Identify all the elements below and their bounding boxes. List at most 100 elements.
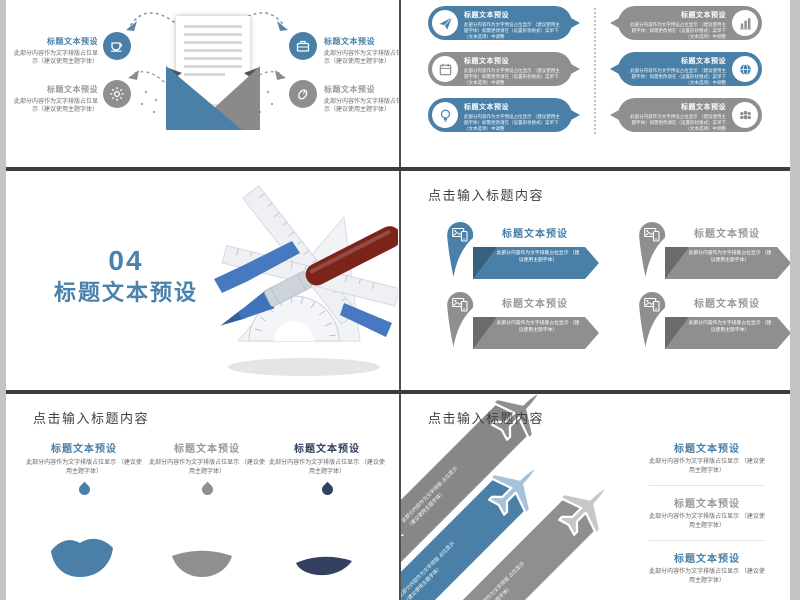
item-body: 此部分内容作为文字排版占位显示（建议使用主题字体） bbox=[14, 99, 99, 114]
drop-column: 标题文本预设 此部分内容作为文字排版占位显示 （建议使用主题字体） bbox=[26, 440, 142, 498]
envelope-item: 标题文本预设 此部分内容作为文字排版占位显示（建议使用主题字体） bbox=[324, 36, 399, 67]
plane-entries: 标题文本预设 此部分内容作为文字排版占位显示 （建议使用主题字体） 标题文本预设… bbox=[649, 440, 765, 586]
slide-thumbnail-capsules[interactable]: 标题文本预设 此部分内容作为文字预设占位显示 （建议使用主题字体）如需更改请在（… bbox=[401, 0, 790, 167]
bowl-shape-gray bbox=[172, 550, 232, 577]
pin-shape bbox=[445, 291, 475, 354]
capsule-body: 此部分内容作为文字预设占位显示 （建议使用主题字体）如需更改请在（设置形状格式）… bbox=[630, 113, 726, 131]
column-body: 此部分内容作为文字排版占位显示 （建议使用主题字体） bbox=[26, 460, 142, 475]
entry-item: 标题文本预设 此部分内容作为文字排版占位显示 （建议使用主题字体） bbox=[649, 550, 765, 586]
entry-item: 标题文本预设 此部分内容作为文字排版占位显示 （建议使用主题字体） bbox=[649, 440, 765, 476]
slide-thumbnail-drops[interactable]: 点击输入标题内容 标题文本预设 此部分内容作为文字排版占位显示 （建议使用主题字… bbox=[6, 394, 399, 600]
entry-divider bbox=[649, 540, 765, 541]
screen-image-icon bbox=[452, 297, 468, 312]
capsule-title: 标题文本预设 bbox=[681, 104, 726, 111]
entry-body: 此部分内容作为文字排版占位显示 （建议使用主题字体） bbox=[649, 514, 765, 529]
section-number: 04 bbox=[108, 245, 144, 276]
center-dotted-line bbox=[594, 8, 596, 134]
screen-image-icon bbox=[452, 227, 468, 242]
slide-thumbnail-envelope[interactable]: 标题文本预设 此部分内容作为文字排版占位显示（建议使用主题字体） 标题文本预设 … bbox=[6, 0, 399, 167]
item-title: 标题文本预设 bbox=[324, 37, 375, 46]
entry-title: 标题文本预设 bbox=[674, 499, 740, 510]
capsule-body: 此部分内容作为文字预设占位显示 （建议使用主题字体）如需更改请在（设置形状格式）… bbox=[630, 67, 726, 85]
tag-body: 此部分内容作为文字排版占位显示 （建议使用主题字体） bbox=[688, 251, 772, 263]
band-item: 标题文本预设 此部分内容作为文字排版 占位显示 （建议使用主题字体） bbox=[401, 485, 609, 600]
tag-title: 标题文本预设 bbox=[502, 299, 568, 310]
tag-banner: 此部分内容作为文字排版占位显示 （建议使用主题字体） bbox=[473, 247, 599, 279]
band-body: 此部分内容作为文字排版 占位显示 （建议使用主题字体） bbox=[467, 560, 527, 600]
entry-body: 此部分内容作为文字排版占位显示 （建议使用主题字体） bbox=[649, 569, 765, 584]
grid-divider-vertical bbox=[399, 171, 401, 390]
slide-thumbnail-section[interactable]: 04 标题文本预设 bbox=[6, 171, 399, 390]
envelope-item: 标题文本预设 此部分内容作为文字排版占位显示（建议使用主题字体） bbox=[14, 36, 98, 67]
grid-divider-vertical bbox=[399, 394, 401, 600]
tag-body: 此部分内容作为文字排版占位显示 （建议使用主题字体） bbox=[496, 251, 580, 263]
tag-body: 此部分内容作为文字排版占位显示 （建议使用主题字体） bbox=[496, 321, 580, 333]
slide-thumbnail-tags[interactable]: 点击输入标题内容 标题文本预设 此部分内容作为文字排版占位显示 （建议使用主题字… bbox=[401, 171, 790, 390]
grid-divider-vertical bbox=[399, 0, 401, 167]
capsule-pointer bbox=[610, 18, 619, 28]
team-icon bbox=[732, 102, 758, 128]
tag-item: 标题文本预设 此部分内容作为文字排版占位显示 （建议使用主题字体） bbox=[445, 291, 611, 357]
column-title: 标题文本预设 bbox=[51, 444, 117, 455]
envelope-item: 标题文本预设 此部分内容作为文字排版占位显示（建议使用主题字体） bbox=[324, 84, 399, 115]
item-body: 此部分内容作为文字排版占位显示（建议使用主题字体） bbox=[14, 51, 99, 66]
envelope-icon bbox=[166, 66, 260, 130]
column-title: 标题文本预设 bbox=[174, 444, 240, 455]
bowl-shape-navy bbox=[296, 556, 352, 576]
item-title: 标题文本预设 bbox=[47, 85, 98, 94]
capsule-title: 标题文本预设 bbox=[464, 12, 509, 19]
mouse-icon bbox=[289, 80, 317, 108]
slide-heading: 点击输入标题内容 bbox=[33, 411, 150, 426]
coffee-cup-icon bbox=[103, 32, 131, 60]
entry-divider bbox=[649, 485, 765, 486]
capsule-pointer bbox=[610, 64, 619, 74]
column-body: 此部分内容作为文字排版占位显示 （建议使用主题字体） bbox=[269, 460, 385, 475]
band-item: 标题文本预设 此部分内容作为文字排版 占位显示 （建议使用主题字体） bbox=[401, 465, 539, 600]
capsule-title: 标题文本预设 bbox=[681, 58, 726, 65]
capsule-title: 标题文本预设 bbox=[464, 104, 509, 111]
tag-banner: 此部分内容作为文字排版占位显示 （建议使用主题字体） bbox=[665, 317, 790, 349]
diagonal-bands: 标题文本预设 此部分内容作为文字排版 占位显示 （建议使用主题字体） 标题文本预… bbox=[401, 394, 790, 600]
capsule-pointer bbox=[571, 18, 580, 28]
capsule-item: 标题文本预设 此部分内容作为文字预设占位显示 （建议使用主题字体）如需更改请在（… bbox=[610, 52, 762, 86]
drop-column: 标题文本预设 此部分内容作为文字排版占位显示 （建议使用主题字体） bbox=[269, 440, 385, 498]
tag-title: 标题文本预设 bbox=[694, 229, 760, 240]
row-separator bbox=[6, 390, 790, 394]
entry-body: 此部分内容作为文字排版占位显示 （建议使用主题字体） bbox=[649, 459, 765, 474]
screen-image-icon bbox=[644, 297, 660, 312]
column-title: 标题文本预设 bbox=[294, 444, 360, 455]
lightbulb-icon bbox=[432, 102, 458, 128]
pin-shape bbox=[637, 221, 667, 284]
item-body: 此部分内容作为文字排版占位显示（建议使用主题字体） bbox=[324, 99, 399, 114]
item-body: 此部分内容作为文字排版占位显示（建议使用主题字体） bbox=[324, 51, 399, 66]
capsule-item: 标题文本预设 此部分内容作为文字预设占位显示 （建议使用主题字体）如需更改请在（… bbox=[428, 52, 580, 86]
tag-item: 标题文本预设 此部分内容作为文字排版占位显示 （建议使用主题字体） bbox=[445, 221, 611, 287]
slide-thumbnail-planes[interactable]: 标题文本预设 此部分内容作为文字排版 占位显示 （建议使用主题字体） 标题文本预… bbox=[401, 394, 790, 600]
slide-heading: 点击输入标题内容 bbox=[428, 411, 545, 426]
tag-title: 标题文本预设 bbox=[694, 299, 760, 310]
capsule-title: 标题文本预设 bbox=[681, 12, 726, 19]
tag-banner: 此部分内容作为文字排版占位显示 （建议使用主题字体） bbox=[665, 247, 790, 279]
entry-title: 标题文本预设 bbox=[674, 554, 740, 565]
envelope-item: 标题文本预设 此部分内容作为文字排版占位显示（建议使用主题字体） bbox=[14, 84, 98, 115]
drop-column: 标题文本预设 此部分内容作为文字排版占位显示 （建议使用主题字体） bbox=[149, 440, 265, 498]
gear-icon bbox=[103, 80, 131, 108]
capsule-title: 标题文本预设 bbox=[464, 58, 509, 65]
bowl-shape-blue bbox=[51, 538, 113, 577]
tag-body: 此部分内容作为文字排版占位显示 （建议使用主题字体） bbox=[688, 321, 772, 333]
capsule-pointer bbox=[610, 110, 619, 120]
slide-heading: 点击输入标题内容 bbox=[428, 188, 545, 203]
calendar-icon bbox=[432, 56, 458, 82]
airplane-icon bbox=[473, 443, 561, 531]
capsule-item: 标题文本预设 此部分内容作为文字预设占位显示 （建议使用主题字体）如需更改请在（… bbox=[610, 98, 762, 132]
screen-image-icon bbox=[644, 227, 660, 242]
row-separator bbox=[6, 167, 790, 171]
capsule-item: 标题文本预设 此部分内容作为文字预设占位显示 （建议使用主题字体）如需更改请在（… bbox=[610, 6, 762, 40]
bar-chart-icon bbox=[732, 10, 758, 36]
item-title: 标题文本预设 bbox=[324, 85, 375, 94]
capsule-item: 标题文本预设 此部分内容作为文字预设占位显示 （建议使用主题字体）如需更改请在（… bbox=[428, 98, 580, 132]
tag-item: 标题文本预设 此部分内容作为文字排版占位显示 （建议使用主题字体） bbox=[637, 221, 790, 287]
section-title: 标题文本预设 bbox=[53, 280, 198, 305]
capsule-body: 此部分内容作为文字预设占位显示 （建议使用主题字体）如需更改请在（设置形状格式）… bbox=[464, 21, 560, 39]
droplet-icon bbox=[76, 482, 92, 498]
